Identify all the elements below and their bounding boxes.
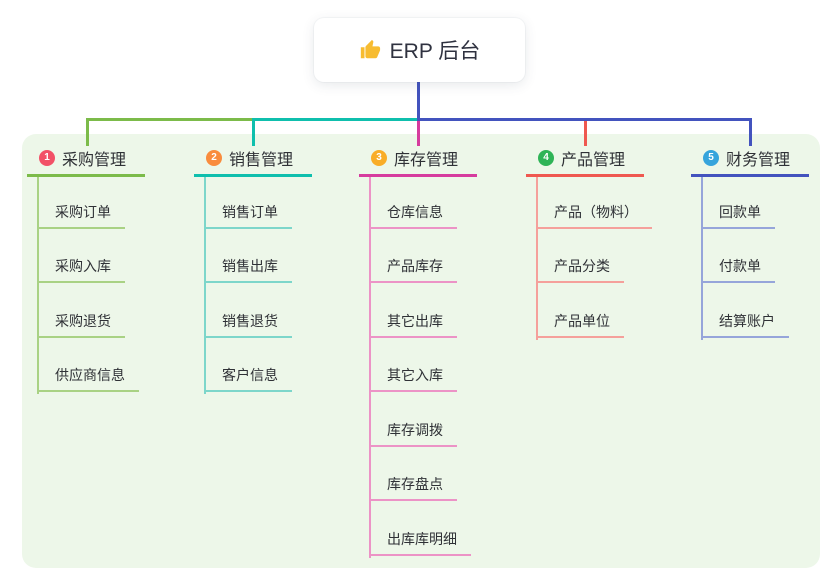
node-payment-bill[interactable]: 付款单: [701, 253, 775, 283]
node-sales-order[interactable]: 销售订单: [204, 199, 292, 229]
branch-sales-header[interactable]: 2 销售管理: [194, 145, 312, 177]
branch-finance: 5 财务管理 回款单 付款单 结算账户: [691, 145, 839, 340]
branch-3-number-badge: 3: [371, 150, 387, 166]
node-sales-outbound[interactable]: 销售出库: [204, 253, 292, 283]
node-customer-info[interactable]: 客户信息: [204, 362, 292, 392]
node-sales-return[interactable]: 销售退货: [204, 308, 292, 338]
branch-inventory-header[interactable]: 3 库存管理: [359, 145, 477, 177]
branch-5-label: 财务管理: [726, 152, 791, 169]
node-purchase-return[interactable]: 采购退货: [37, 308, 125, 338]
branch-3-label: 库存管理: [394, 152, 459, 169]
node-product-unit[interactable]: 产品单位: [536, 308, 624, 338]
branch-4-drop-line: [584, 121, 587, 146]
branch-4-trunk-line: [536, 177, 538, 340]
branch-5-number-badge: 5: [703, 150, 719, 166]
node-warehouse-info[interactable]: 仓库信息: [369, 199, 457, 229]
branch-2-trunk-line: [204, 177, 206, 394]
branch-product: 4 产品管理 产品（物料） 产品分类 产品单位: [526, 145, 686, 340]
node-purchase-order[interactable]: 采购订单: [37, 199, 125, 229]
node-supplier-info[interactable]: 供应商信息: [37, 362, 139, 392]
branch-4-label: 产品管理: [561, 152, 626, 169]
branch-5-drop-line: [749, 118, 752, 146]
node-outbound-detail[interactable]: 出库库明细: [369, 526, 471, 556]
node-stock-transfer[interactable]: 库存调拨: [369, 417, 457, 447]
node-receipt-bill[interactable]: 回款单: [701, 199, 775, 229]
branch-1-trunk-line: [37, 177, 39, 394]
bus-line-left-teal: [253, 118, 419, 121]
branch-5-trunk-line: [701, 177, 703, 340]
node-product-material[interactable]: 产品（物料）: [536, 199, 652, 229]
root-node[interactable]: ERP 后台: [314, 18, 525, 82]
root-connector-line: [417, 82, 420, 121]
branch-4-number-badge: 4: [538, 150, 554, 166]
node-stock-count[interactable]: 库存盘点: [369, 471, 457, 501]
branch-sales: 2 销售管理 销售订单 销售出库 销售退货 客户信息: [194, 145, 354, 394]
branch-1-label: 采购管理: [62, 152, 127, 169]
branch-3-trunk-line: [369, 177, 371, 558]
node-other-outbound[interactable]: 其它出库: [369, 308, 457, 338]
bus-line-left-green: [86, 118, 255, 121]
bus-line-right-blue: [417, 118, 752, 121]
root-node-label: ERP 后台: [389, 40, 481, 63]
branch-1-number-badge: 1: [39, 150, 55, 166]
thumbs-up-icon: [360, 39, 380, 59]
branch-inventory: 3 库存管理 仓库信息 产品库存 其它出库 其它入库 库存调拨 库存盘点 出库库…: [359, 145, 519, 558]
node-product-category[interactable]: 产品分类: [536, 253, 624, 283]
branch-product-header[interactable]: 4 产品管理: [526, 145, 644, 177]
branch-3-drop-line: [417, 121, 420, 146]
node-product-stock[interactable]: 产品库存: [369, 253, 457, 283]
node-purchase-inbound[interactable]: 采购入库: [37, 253, 125, 283]
branch-2-label: 销售管理: [229, 152, 294, 169]
node-settlement-account[interactable]: 结算账户: [701, 308, 789, 338]
branch-2-number-badge: 2: [206, 150, 222, 166]
branch-2-drop-line: [252, 118, 255, 146]
branch-finance-header[interactable]: 5 财务管理: [691, 145, 809, 177]
mindmap-panel: [22, 134, 820, 568]
branch-purchase: 1 采购管理 采购订单 采购入库 采购退货 供应商信息: [27, 145, 187, 394]
branch-purchase-header[interactable]: 1 采购管理: [27, 145, 145, 177]
branch-1-drop-line: [86, 118, 89, 146]
node-other-inbound[interactable]: 其它入库: [369, 362, 457, 392]
